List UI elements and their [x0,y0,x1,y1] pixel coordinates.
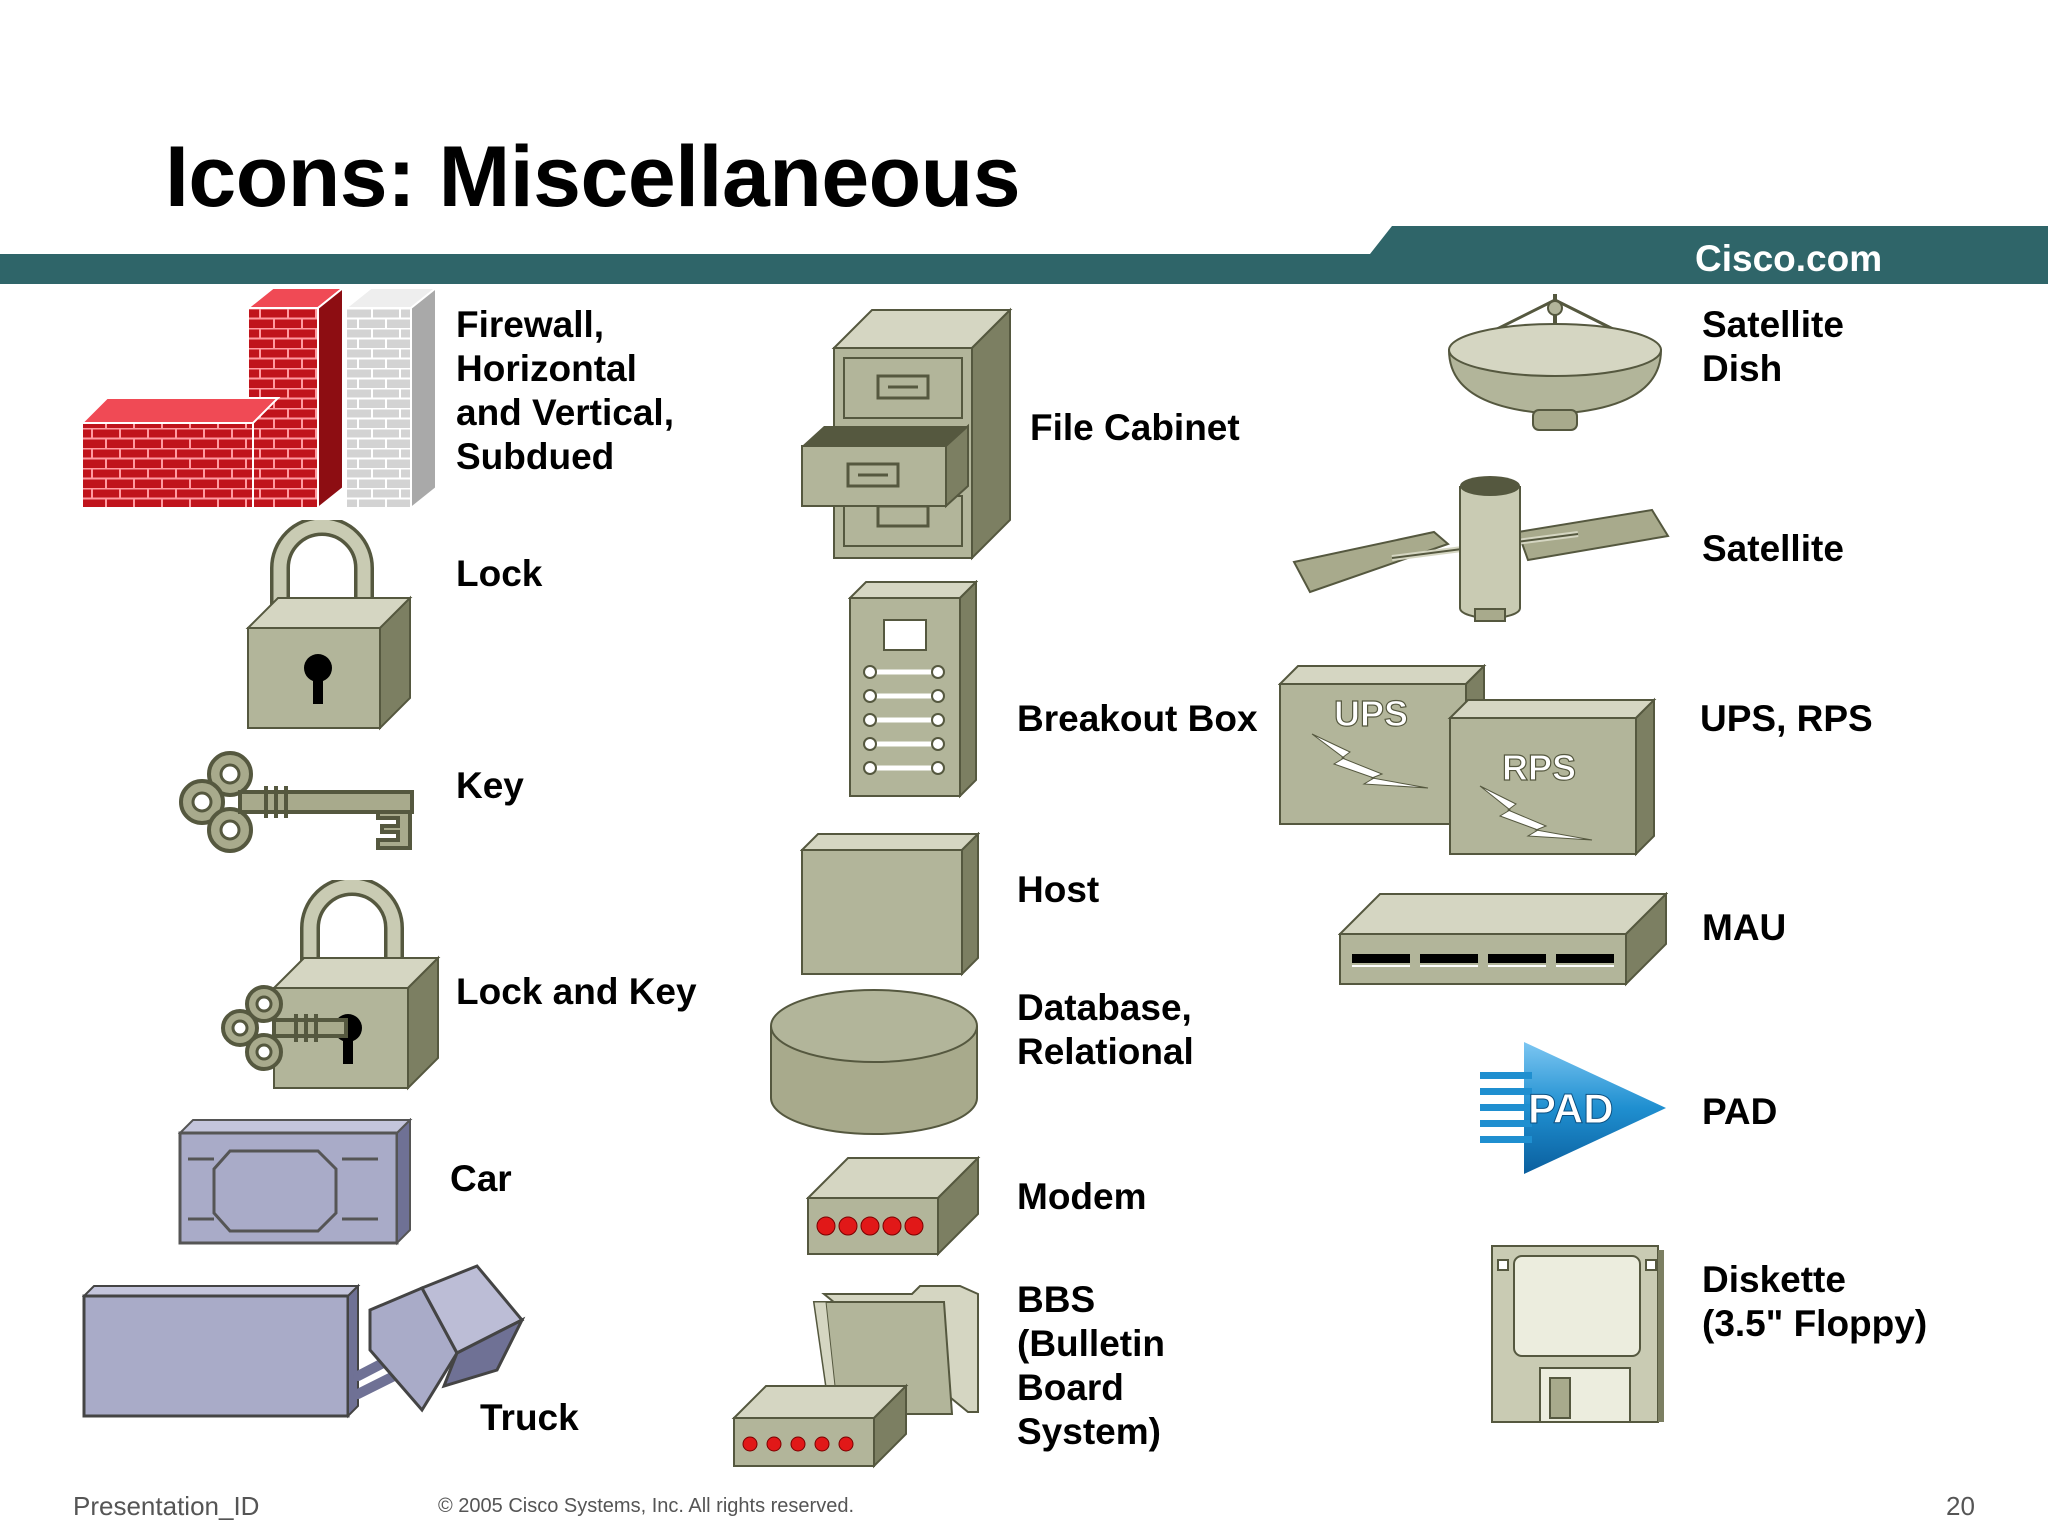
file-cabinet-label: File Cabinet [1030,407,1240,448]
car-label: Car [450,1158,512,1199]
ups-rps-icon: UPS RPS [1278,664,1657,857]
lock-icon [245,520,413,731]
bbs-icon [731,1285,979,1469]
diskette-label: Diskette(3.5" Floppy) [1702,1259,1928,1344]
truck-icon [82,1264,526,1419]
key-label: Key [456,765,524,806]
file-cabinet-icon [801,307,1013,561]
pad-text: PAD [1528,1085,1614,1132]
satellite-dish-icon [1447,294,1663,431]
database-label: Database,Relational [1017,987,1194,1072]
footer-copyright: © 2005 Cisco Systems, Inc. All rights re… [438,1495,855,1517]
diskette-icon [1491,1245,1664,1423]
mau-label: MAU [1702,907,1787,948]
breakout-box-label: Breakout Box [1017,698,1258,739]
satellite-label: Satellite [1702,528,1844,569]
modem-label: Modem [1017,1176,1147,1217]
truck-label: Truck [480,1397,579,1438]
firewall-icon [79,288,438,511]
page-title: Icons: Miscellaneous [165,129,1021,225]
pad-label: PAD [1702,1091,1778,1132]
host-icon [800,832,980,977]
breakout-box-icon [848,580,978,799]
lock-and-key-label: Lock and Key [456,971,697,1012]
lock-and-key-icon [221,880,441,1091]
modem-icon [806,1156,981,1257]
page-number: 20 [1946,1491,1975,1521]
database-icon [770,989,978,1135]
header-banner [0,226,2048,284]
brand-label: Cisco.com [1695,238,1883,279]
firewall-label: Firewall,Horizontal and Vertical,Subdued [456,304,674,477]
ups-rps-label: UPS, RPS [1700,698,1873,739]
satellite-icon [1292,476,1670,622]
ups-text: UPS [1334,693,1408,734]
car-icon [178,1118,413,1246]
host-label: Host [1017,869,1100,910]
mau-icon [1338,892,1668,987]
pad-icon: PAD [1480,1042,1666,1174]
rps-text: RPS [1502,747,1576,788]
key-icon [179,751,414,853]
lock-label: Lock [456,553,543,594]
footer-presentation-id: Presentation_ID [73,1491,260,1521]
